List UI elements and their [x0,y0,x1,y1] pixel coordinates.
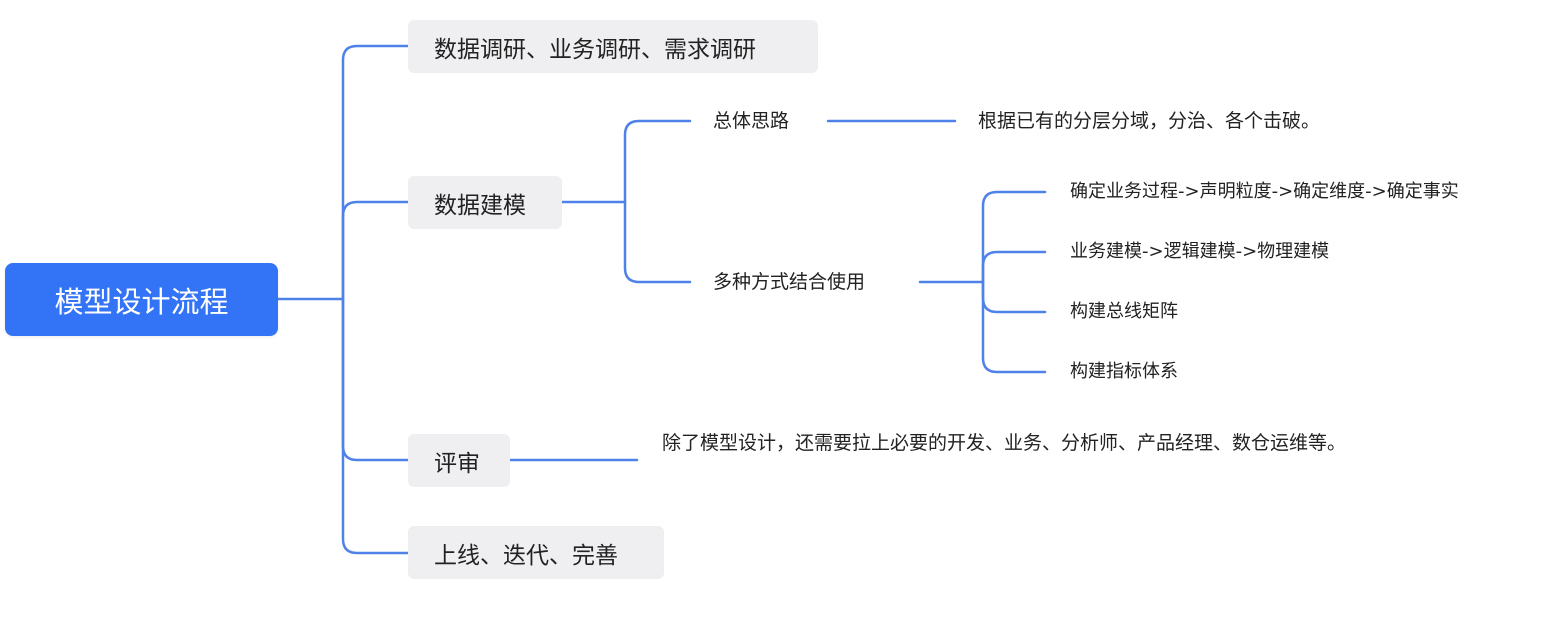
node-overall-detail[interactable]: 根据已有的分层分域，分治、各个击破。 [978,104,1320,138]
connector-modeling [341,200,410,301]
node-methods-label: 多种方式结合使用 [713,271,866,293]
node-methods[interactable]: 多种方式结合使用 [713,265,865,299]
root-label: 模型设计流程 [54,284,229,319]
connector-method-2 [981,250,1047,284]
node-modeling[interactable]: 数据建模 [408,176,562,229]
node-method-1-label: 确定业务过程->声明粒度->确定维度->确定事实 [1070,181,1459,202]
node-review-label: 评审 [434,450,480,477]
node-overall[interactable]: 总体思路 [713,104,789,138]
node-method-3-label: 构建总线矩阵 [1070,301,1178,322]
connector-launch [341,297,410,555]
node-launch-label: 上线、迭代、完善 [434,542,618,569]
connector-method-4 [981,280,1047,374]
connector-research [341,44,410,301]
connector-review [341,297,410,462]
connector-method-1 [981,190,1047,284]
node-method-3[interactable]: 构建总线矩阵 [1070,297,1178,327]
node-method-2[interactable]: 业务建模->逻辑建模->物理建模 [1070,237,1329,267]
node-launch[interactable]: 上线、迭代、完善 [408,526,664,579]
node-research[interactable]: 数据调研、业务调研、需求调研 [408,20,818,73]
connector-method-3 [981,280,1047,314]
node-method-4-label: 构建指标体系 [1070,361,1178,382]
node-method-1[interactable]: 确定业务过程->声明粒度->确定维度->确定事实 [1070,177,1459,207]
node-review[interactable]: 评审 [408,434,510,487]
node-review-detail[interactable]: 除了模型设计，还需要拉上必要的开发、业务、分析师、产品经理、数仓运维等。 [662,427,1372,460]
node-overall-detail-label: 根据已有的分层分域，分治、各个击破。 [978,110,1321,132]
connector-overall [623,119,692,204]
node-method-2-label: 业务建模->逻辑建模->物理建模 [1070,241,1330,262]
node-modeling-label: 数据建模 [434,192,526,219]
node-review-detail-label: 除了模型设计，还需要拉上必要的开发、业务、分析师、产品经理、数仓运维等。 [662,432,1347,454]
connector-methods [623,200,692,284]
node-research-label: 数据调研、业务调研、需求调研 [434,36,756,63]
node-method-4[interactable]: 构建指标体系 [1070,357,1178,387]
node-overall-label: 总体思路 [713,110,790,132]
root-node[interactable]: 模型设计流程 [5,263,278,336]
